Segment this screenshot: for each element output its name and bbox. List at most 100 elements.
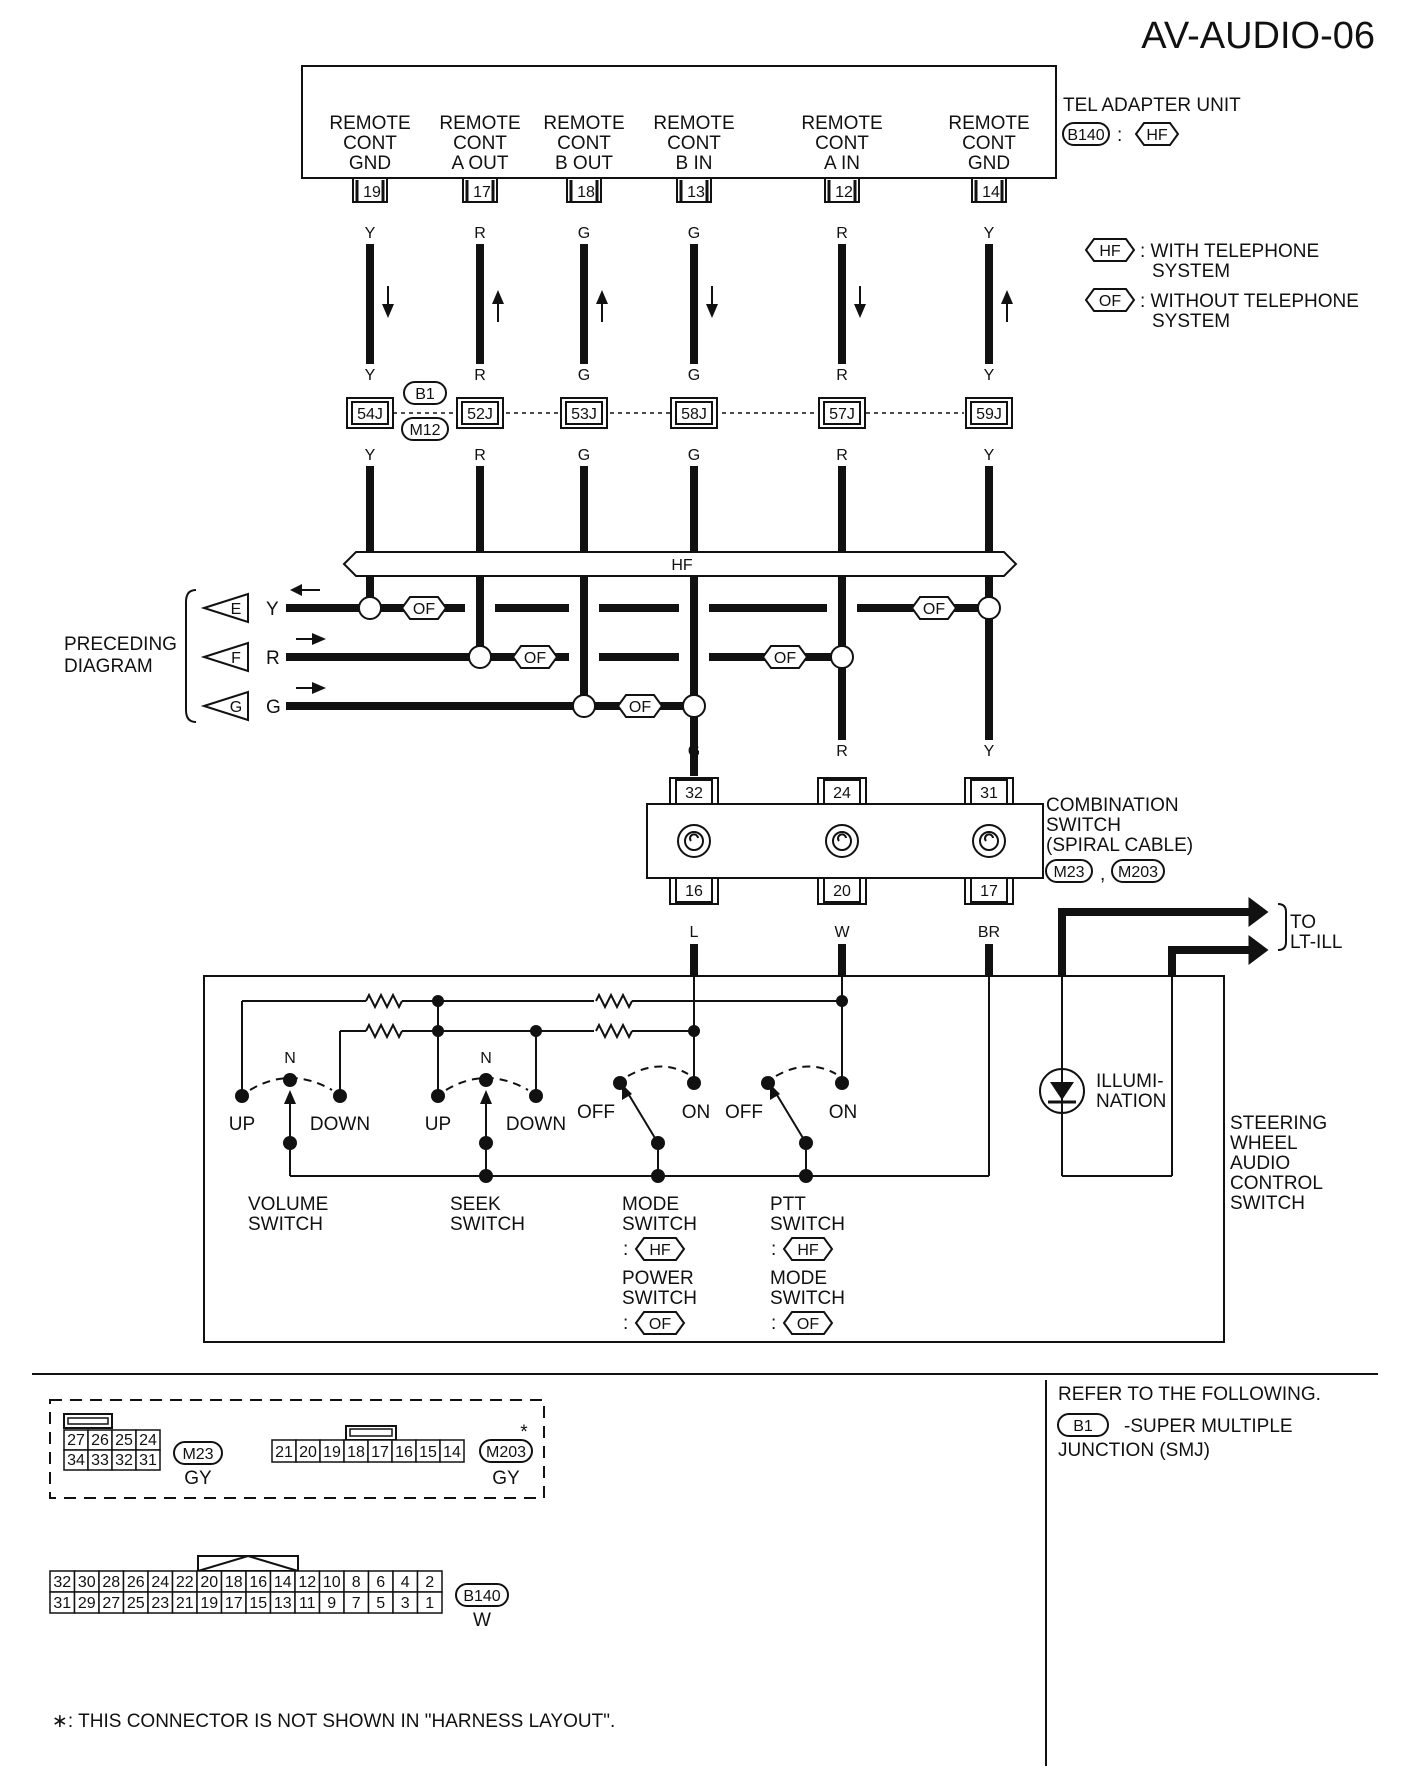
svg-text:19: 19	[323, 1444, 341, 1461]
terminal-pin-number: 19	[363, 184, 381, 201]
svg-text:G: G	[230, 699, 242, 716]
wire-color-label: Y	[984, 743, 995, 760]
svg-text:15: 15	[419, 1444, 437, 1461]
svg-text:25: 25	[127, 1595, 145, 1612]
svg-text:23: 23	[151, 1595, 169, 1612]
wire-color-label: G	[578, 225, 590, 242]
svg-text:58J: 58J	[681, 406, 707, 423]
tel-adapter-title: TEL ADAPTER UNIT	[1063, 95, 1241, 116]
svg-text:26: 26	[127, 1574, 145, 1591]
combination-pin-top: 31	[980, 785, 998, 802]
svg-text:LT-ILL: LT-ILL	[1290, 932, 1342, 953]
svg-text:OFF: OFF	[725, 1102, 763, 1123]
svg-text:AUDIO: AUDIO	[1230, 1153, 1290, 1174]
wire-color-label: BR	[978, 924, 1000, 941]
svg-text:OF: OF	[1099, 293, 1121, 310]
terminal-pin-13	[676, 177, 712, 203]
svg-text:ILLUMI-: ILLUMI-	[1096, 1071, 1164, 1092]
wire-color-label: R	[836, 743, 848, 760]
svg-text:SWITCH: SWITCH	[248, 1214, 323, 1235]
svg-text::: :	[771, 1239, 776, 1260]
svg-text:SWITCH: SWITCH	[770, 1288, 845, 1309]
svg-text:OF: OF	[413, 601, 435, 618]
svg-text:UP: UP	[229, 1114, 255, 1135]
preceding-tag-G	[200, 690, 249, 722]
terminal-pin-18	[566, 177, 602, 203]
terminal-pin-number: 14	[982, 184, 1000, 201]
svg-text:59J: 59J	[976, 406, 1002, 423]
svg-text:CONT: CONT	[343, 133, 397, 154]
svg-text:6: 6	[376, 1574, 385, 1591]
combination-pin-top: 24	[833, 785, 851, 802]
svg-text:31: 31	[53, 1595, 71, 1612]
svg-text:M23: M23	[182, 1446, 213, 1463]
svg-text:2: 2	[425, 1574, 434, 1591]
svg-text:30: 30	[78, 1574, 96, 1591]
svg-text:14: 14	[274, 1574, 292, 1591]
svg-text:-SUPER MULTIPLE: -SUPER MULTIPLE	[1124, 1416, 1293, 1437]
svg-text:B140: B140	[1067, 127, 1104, 144]
svg-text:,: ,	[1100, 864, 1105, 885]
page-id: AV-AUDIO-06	[1141, 15, 1375, 57]
combination-pin-bottom: 20	[833, 883, 851, 900]
svg-text:26: 26	[91, 1432, 109, 1449]
svg-text:16: 16	[395, 1444, 413, 1461]
svg-text:SYSTEM: SYSTEM	[1152, 261, 1230, 282]
svg-text:DOWN: DOWN	[506, 1114, 566, 1135]
preceding-wire-color: R	[266, 648, 280, 669]
svg-text:CONT: CONT	[557, 133, 611, 154]
terminal-pin-number: 17	[473, 184, 491, 201]
svg-text:OF: OF	[923, 601, 945, 618]
svg-text:B1: B1	[1073, 1418, 1093, 1435]
svg-text:SEEK: SEEK	[450, 1194, 501, 1215]
terminal-pin-number: 12	[835, 184, 853, 201]
svg-text:12: 12	[298, 1574, 316, 1591]
svg-text:W: W	[473, 1610, 491, 1631]
svg-text:B140: B140	[463, 1588, 500, 1605]
svg-text:31: 31	[139, 1452, 157, 1469]
wire-color-label: G	[688, 225, 700, 242]
svg-text:OFF: OFF	[577, 1102, 615, 1123]
svg-text:SWITCH: SWITCH	[622, 1214, 697, 1235]
svg-text:27: 27	[67, 1432, 85, 1449]
svg-text:VOLUME: VOLUME	[248, 1194, 328, 1215]
wire-color-label: G	[688, 743, 700, 760]
svg-text:: WITHOUT TELEPHONE: : WITHOUT TELEPHONE	[1140, 291, 1359, 312]
svg-text:UP: UP	[425, 1114, 451, 1135]
svg-text:A IN: A IN	[824, 153, 860, 174]
refer-note: REFER TO THE FOLLOWING. B1 -SUPER MULTIP…	[1057, 1384, 1321, 1461]
svg-text:5: 5	[376, 1595, 385, 1612]
connectors: 19YY54JY17RR52JR18GG53JG13GG58JG12RR57JR…	[346, 177, 1014, 941]
svg-text:SWITCH: SWITCH	[622, 1288, 697, 1309]
svg-text:34: 34	[67, 1452, 85, 1469]
combination-pin-top: 32	[685, 785, 703, 802]
svg-text:11: 11	[299, 1595, 316, 1612]
svg-text:57J: 57J	[829, 406, 855, 423]
svg-text:OF: OF	[524, 650, 546, 667]
svg-text:F: F	[231, 650, 241, 667]
svg-text:M203: M203	[1118, 864, 1158, 881]
steering-wheel-switch: STEERING WHEEL AUDIO CONTROL SWITCH	[203, 975, 1327, 1343]
svg-text:ON: ON	[829, 1102, 858, 1123]
svg-text:27: 27	[102, 1595, 120, 1612]
svg-text:SWITCH: SWITCH	[1046, 815, 1121, 836]
preceding-tag-E	[200, 592, 249, 624]
svg-text:ON: ON	[682, 1102, 711, 1123]
svg-text:MODE: MODE	[770, 1268, 827, 1289]
svg-text:REMOTE: REMOTE	[653, 113, 734, 134]
svg-text::: :	[623, 1239, 628, 1260]
svg-text:GND: GND	[968, 153, 1010, 174]
svg-text:GY: GY	[184, 1468, 212, 1489]
hf-bar: HF	[342, 551, 1018, 577]
combination-pin-bottom: 17	[980, 883, 998, 900]
wire-color-label: R	[474, 225, 486, 242]
svg-text:REMOTE: REMOTE	[948, 113, 1029, 134]
svg-text:21: 21	[275, 1444, 293, 1461]
wire-color-label: G	[688, 447, 700, 464]
